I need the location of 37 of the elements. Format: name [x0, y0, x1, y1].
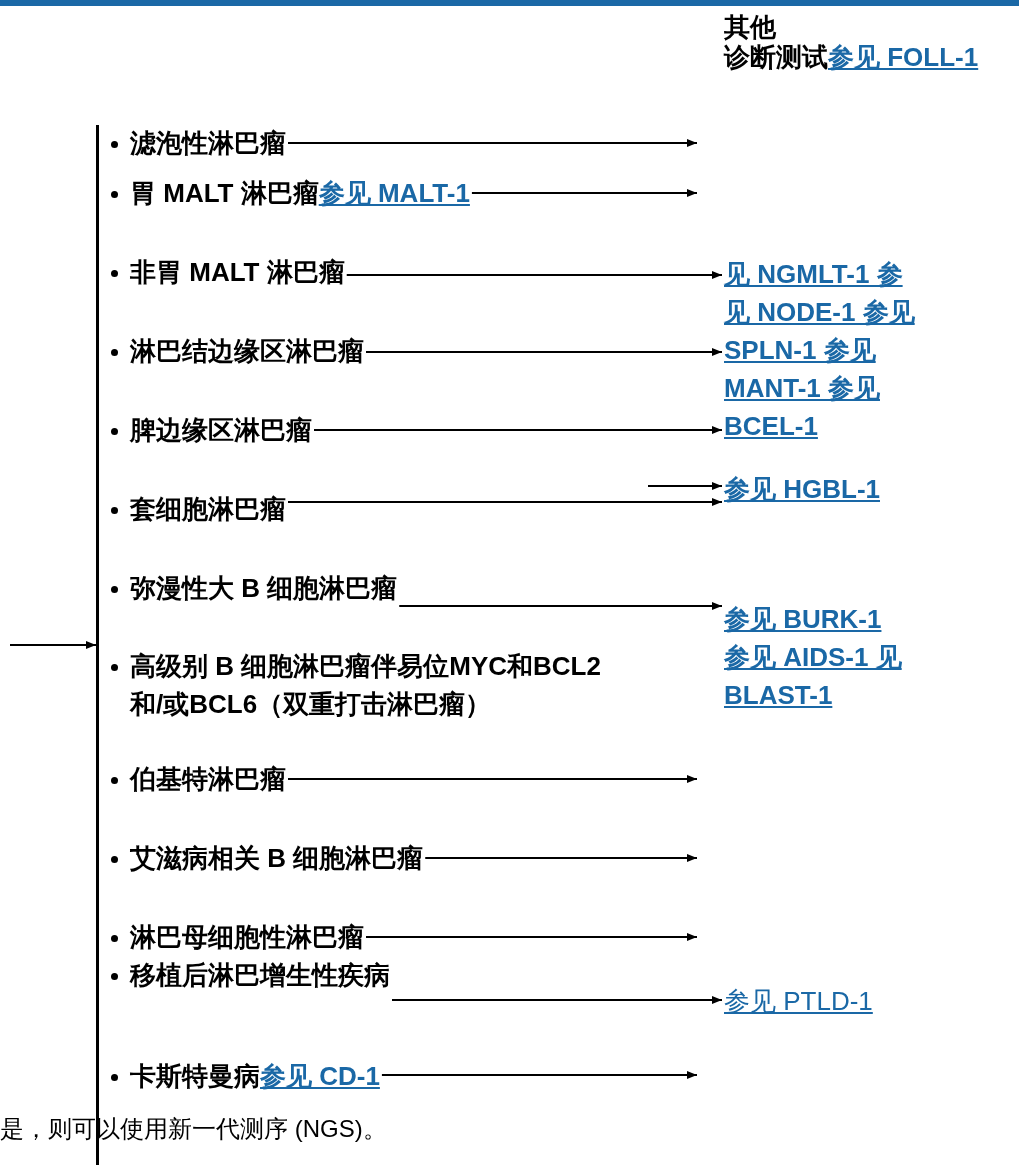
arrow — [288, 775, 697, 783]
link: 参见 CD-1 — [260, 1061, 380, 1091]
arrow — [381, 1071, 697, 1079]
list-item-text: 伯基特淋巴瘤 — [130, 760, 286, 798]
list-item-text: 脾边缘区淋巴瘤 — [130, 411, 312, 449]
arrow — [425, 854, 697, 862]
list-item-text: 卡斯特曼病 — [130, 1061, 260, 1091]
arrow — [648, 482, 722, 490]
list-item-text: 滤泡性淋巴瘤 — [130, 124, 286, 162]
list-item-text: 淋巴结边缘区淋巴瘤 — [130, 332, 364, 370]
arrow — [314, 426, 722, 434]
link: 参见 MALT-1 — [318, 178, 470, 208]
list-item-text: 非胃 MALT 淋巴瘤 — [130, 253, 345, 291]
arrow — [10, 641, 96, 649]
list-item-text: 艾滋病相关 B 细胞淋巴瘤 — [130, 839, 424, 877]
list-item-text: 移植后淋巴增生性疾病 — [130, 956, 390, 994]
arrow — [399, 602, 722, 610]
link: 参见 FOLL-1 — [828, 41, 979, 74]
arrow — [366, 348, 722, 356]
label-text: 诊断测试 — [724, 41, 828, 74]
link: 参见 PTLD-1 — [724, 982, 873, 1020]
arrow — [288, 498, 722, 506]
label-text: 其他 — [724, 11, 776, 44]
list-item-text: 弥漫性大 B 细胞淋巴瘤 — [130, 569, 398, 607]
arrow — [471, 189, 697, 197]
link: 见 NGMLT-1 参见 NODE-1 参见 SPLN-1 参见 MANT-1 参见 BCEL-1 — [724, 255, 920, 445]
list-item-text: 高级别 B 细胞淋巴瘤伴易位MYC和BCL2和/或BCL6（双重打击淋巴瘤） — [130, 647, 610, 723]
list-item-text: 淋巴母细胞性淋巴瘤 — [130, 918, 364, 956]
list-item-text: 胃 MALT 淋巴瘤 — [130, 178, 319, 208]
bracket-line — [96, 125, 99, 1165]
arrow — [346, 271, 722, 279]
list-item-text: 套细胞淋巴瘤 — [130, 490, 286, 528]
link: 参见 BURK-1 参见 AIDS-1 见 BLAST-1 — [724, 600, 906, 714]
arrow — [392, 996, 722, 1004]
arrow — [366, 933, 697, 941]
arrow — [288, 139, 697, 147]
link: 参见 HGBL-1 — [724, 470, 880, 508]
